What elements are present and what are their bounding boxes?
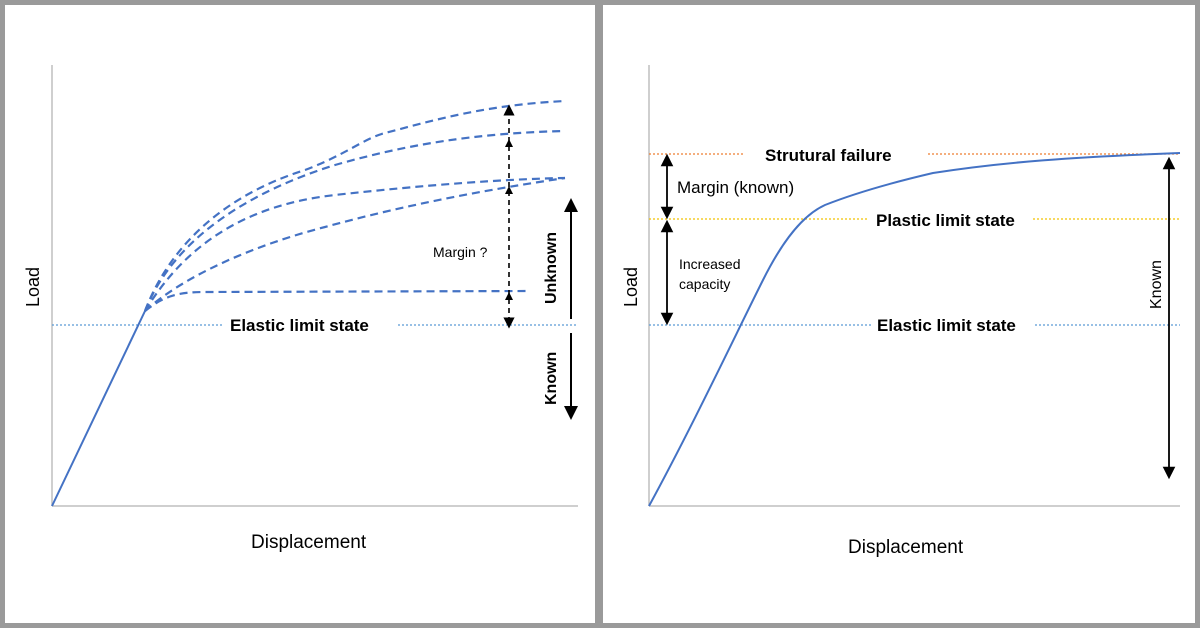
possible-curve bbox=[144, 176, 566, 312]
y-axis-label: Load bbox=[23, 267, 43, 307]
possible-curve bbox=[144, 176, 566, 312]
left-panel: Margin ? Unknown Known Elastic limit sta… bbox=[5, 5, 595, 623]
right-panel: Margin (known) Increased capacity Known … bbox=[603, 5, 1195, 623]
elastic-curve bbox=[51, 310, 146, 507]
margin-arrow-head bbox=[505, 292, 513, 300]
left-diagram: Margin ? Unknown Known Elastic limit sta… bbox=[23, 65, 578, 553]
elastic-limit-label: Elastic limit state bbox=[230, 316, 369, 335]
possible-curve bbox=[143, 99, 566, 312]
x-axis-label: Displacement bbox=[848, 537, 964, 558]
capacity-label: capacity bbox=[679, 276, 730, 292]
known-label: Known bbox=[1148, 260, 1165, 309]
margin-arrow-head bbox=[505, 139, 513, 147]
capacity-label: Increased bbox=[679, 256, 740, 272]
load-displacement-curve bbox=[648, 152, 1181, 507]
plastic-limit-label: Plastic limit state bbox=[876, 211, 1015, 230]
elastic-limit-label: Elastic limit state bbox=[877, 316, 1016, 335]
capacity-label-line2: capacity bbox=[679, 276, 730, 292]
possible-curve bbox=[144, 289, 531, 312]
capacity-label-line1: Increased bbox=[679, 256, 740, 272]
possible-curve bbox=[143, 129, 566, 312]
y-axis-label: Load bbox=[621, 267, 641, 307]
known-label: Known bbox=[543, 352, 560, 405]
right-diagram: Margin (known) Increased capacity Known … bbox=[621, 65, 1181, 558]
unknown-label: Unknown bbox=[543, 232, 560, 304]
margin-label: Margin (known) bbox=[677, 178, 794, 197]
failure-label: Strutural failure bbox=[765, 146, 892, 165]
margin-arrow-head bbox=[505, 186, 513, 194]
margin-label: Margin ? bbox=[433, 244, 488, 260]
x-axis-label: Displacement bbox=[251, 532, 367, 553]
